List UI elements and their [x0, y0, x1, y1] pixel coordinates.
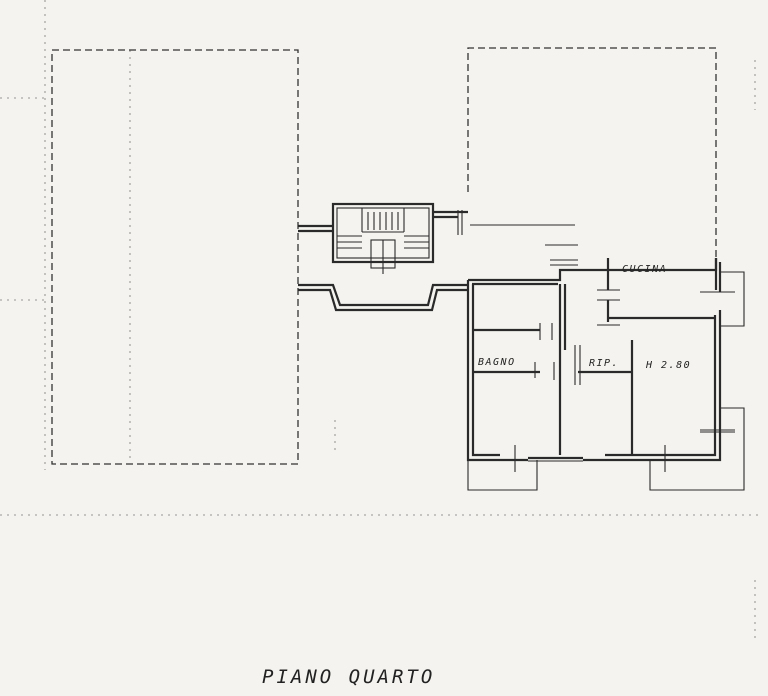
- stair-block: [331, 202, 435, 274]
- adjacent-building-right: [467, 47, 717, 258]
- adjacent-building-left: [51, 49, 299, 465]
- drawing-title: PIANO QUARTO: [262, 666, 435, 688]
- construction-lines: [0, 0, 760, 640]
- label-ceiling-height: H 2.80: [645, 360, 691, 371]
- label-ripostiglio: RIP.: [589, 358, 619, 369]
- label-cucina: CUCINA: [622, 264, 667, 275]
- corridor-walls: [298, 210, 575, 312]
- label-bagno: BAGNO: [478, 357, 516, 368]
- balconies: [467, 271, 745, 491]
